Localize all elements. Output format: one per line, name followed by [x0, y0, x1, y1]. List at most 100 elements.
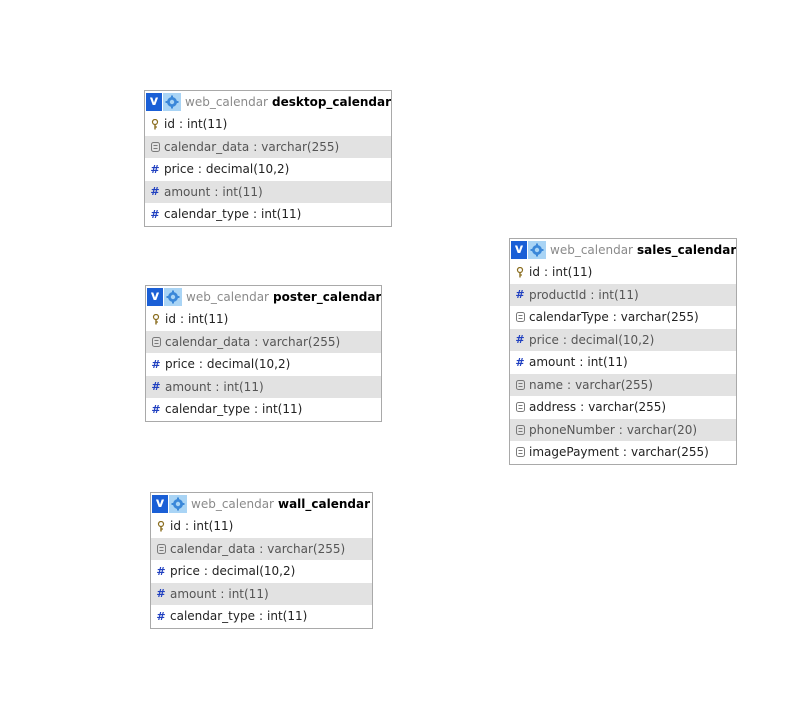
gear-icon[interactable] [528, 241, 546, 259]
toggle-visibility-icon[interactable]: v [146, 93, 162, 111]
column-list: id:int(11) calendar_data:varchar(255) # … [151, 515, 372, 628]
column-type: int(11) [267, 609, 308, 624]
gear-icon[interactable] [163, 93, 181, 111]
table-name[interactable]: poster_calendar [273, 290, 381, 304]
text-field-icon [156, 543, 166, 554]
column-row[interactable]: calendar_data:varchar(255) [146, 330, 381, 353]
column-name: address [529, 400, 577, 415]
table-name[interactable]: desktop_calendar [272, 95, 391, 109]
table-header[interactable]: v web_calendar wall_calendar [151, 493, 372, 515]
column-row[interactable]: # amount:int(11) [151, 582, 372, 605]
column-name: imagePayment [529, 445, 619, 460]
numeric-field-icon: # [150, 185, 160, 199]
text-field-icon [151, 336, 161, 347]
numeric-field-icon: # [515, 288, 525, 302]
column-list: id:int(11) calendar_data:varchar(255) # … [145, 113, 391, 226]
column-type: int(11) [222, 184, 263, 199]
column-row[interactable]: id: int(11) [151, 515, 372, 538]
numeric-field-icon: # [515, 355, 525, 369]
column-row[interactable]: # price:decimal(10,2) [146, 353, 381, 376]
database-name: web_calendar [550, 243, 633, 257]
column-row[interactable]: # calendar_type:int(11) [151, 605, 372, 628]
database-name: web_calendar [191, 497, 274, 511]
toggle-visibility-icon[interactable]: v [152, 495, 168, 513]
column-row[interactable]: # calendar_type:int(11) [145, 203, 391, 226]
column-row[interactable]: imagePayment:varchar(255) [510, 441, 736, 464]
column-name: price [170, 564, 200, 579]
table-header[interactable]: v web_calendar desktop_calendar [145, 91, 391, 113]
column-type: varchar(255) [262, 334, 341, 349]
column-name: productId [529, 287, 587, 302]
column-name: calendar_type [165, 402, 250, 417]
column-row[interactable]: # amount:int(11) [146, 375, 381, 398]
column-name: price [165, 357, 195, 372]
column-row[interactable]: calendar_data:varchar(255) [145, 135, 391, 158]
table-name[interactable]: sales_calendar [637, 243, 736, 257]
separator: : [258, 609, 264, 624]
column-name: calendar_type [170, 609, 255, 624]
separator: : [618, 422, 623, 437]
key-icon [515, 266, 525, 278]
text-field-icon [515, 424, 525, 435]
table-poster-calendar[interactable]: v web_calendar poster_calendar id:int(11… [145, 285, 382, 422]
numeric-field-icon: # [515, 333, 525, 347]
toggle-visibility-icon[interactable]: v [147, 288, 163, 306]
table-sales-calendar[interactable]: v web_calendar sales_calendar id:int(11)… [509, 238, 737, 465]
table-header[interactable]: v web_calendar sales_calendar [510, 239, 736, 261]
text-field-icon [150, 141, 160, 152]
table-desktop-calendar[interactable]: v web_calendar desktop_calendar id:int(1… [144, 90, 392, 227]
column-row[interactable]: phoneNumber:varchar(20) [510, 418, 736, 441]
column-name: price [529, 332, 559, 347]
column-name: id [170, 519, 181, 534]
column-type: varchar(255) [588, 400, 667, 415]
column-name: id [164, 117, 175, 132]
column-row[interactable]: # amount:int(11) [510, 351, 736, 374]
column-row[interactable]: # price:decimal(10,2) [151, 560, 372, 583]
table-name[interactable]: wall_calendar [278, 497, 371, 511]
separator: : [612, 310, 617, 325]
column-row[interactable]: # price:decimal(10,2) [510, 328, 736, 351]
column-list: id:int(11) calendar_data:varchar(255) # … [146, 308, 381, 421]
separator: : [214, 184, 219, 199]
column-name: amount [170, 586, 217, 601]
column-row[interactable]: # calendar_type:int(11) [146, 398, 381, 421]
column-row[interactable]: id:int(11) [510, 261, 736, 284]
column-row[interactable]: # price:decimal(10,2) [145, 158, 391, 181]
key-icon [151, 313, 161, 325]
column-type: varchar(255) [620, 310, 699, 325]
numeric-field-icon: # [156, 587, 166, 601]
table-header[interactable]: v web_calendar poster_calendar [146, 286, 381, 308]
column-row[interactable]: # amount:int(11) [145, 180, 391, 203]
separator: : [567, 377, 572, 392]
separator: : [198, 357, 203, 372]
column-row[interactable]: address:varchar(255) [510, 396, 736, 419]
column-row[interactable]: calendar_data:varchar(255) [151, 537, 372, 560]
numeric-field-icon: # [156, 564, 166, 578]
gear-icon[interactable] [169, 495, 187, 513]
column-row[interactable]: name:varchar(255) [510, 373, 736, 396]
separator: : [215, 379, 220, 394]
separator: : [197, 162, 202, 177]
numeric-field-icon: # [156, 609, 166, 623]
column-row[interactable]: id:int(11) [146, 308, 381, 331]
column-row[interactable]: calendarType:varchar(255) [510, 306, 736, 329]
table-wall-calendar[interactable]: v web_calendar wall_calendar id:int(11) … [150, 492, 373, 629]
separator: : [184, 519, 189, 534]
text-field-icon [515, 447, 525, 458]
column-type: varchar(255) [267, 541, 346, 556]
column-name: price [164, 162, 194, 177]
toggle-visibility-icon[interactable]: v [511, 241, 527, 259]
column-name: calendar_type [164, 207, 249, 222]
column-name: name [529, 377, 564, 392]
separator: : [254, 334, 259, 349]
column-row[interactable]: id:int(11) [145, 113, 391, 136]
separator: : [253, 139, 258, 154]
column-type: int(11) [261, 207, 302, 222]
column-name: calendar_data [164, 139, 250, 154]
column-type: int(11) [188, 312, 229, 327]
column-row[interactable]: # productId:int(11) [510, 283, 736, 306]
gear-icon[interactable] [164, 288, 182, 306]
column-type: int(11) [587, 355, 628, 370]
column-type: decimal(10,2) [206, 357, 291, 372]
column-type: int(11) [193, 519, 234, 534]
